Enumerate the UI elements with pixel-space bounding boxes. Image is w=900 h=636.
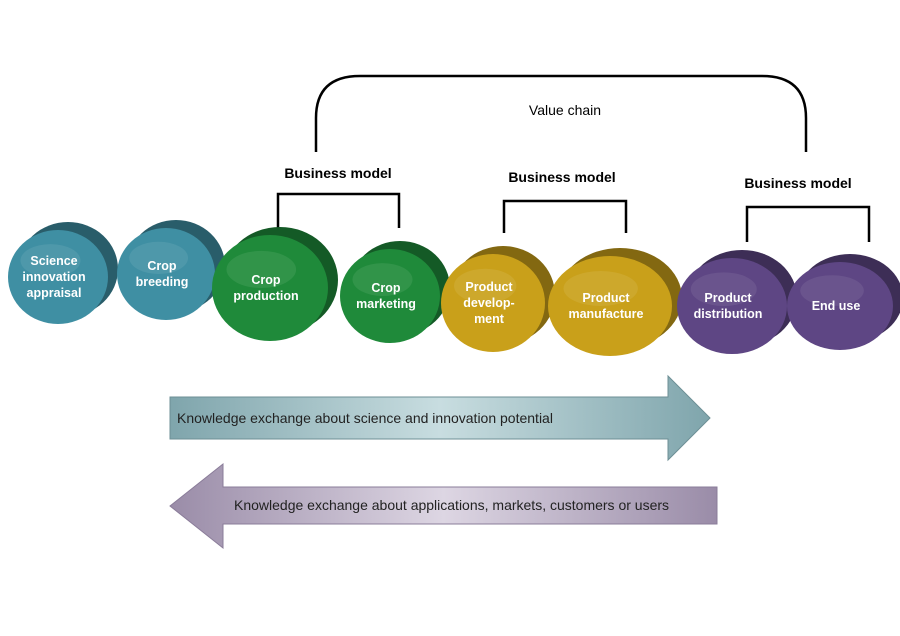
business-model-label: Business model xyxy=(284,165,391,181)
value-chain-bracket: Value chain xyxy=(314,74,808,152)
stage-disc-face xyxy=(8,230,108,324)
stage-label-line: Crop xyxy=(371,281,401,295)
stage-label-line: End use xyxy=(812,299,861,313)
stage-label: Crop marketing xyxy=(356,281,416,311)
stage-disc-face xyxy=(340,249,440,343)
stage-label: Product manufacture xyxy=(568,291,643,321)
stage-disc: Product develop-ment xyxy=(441,246,555,352)
stage-label-line: Science xyxy=(30,254,77,268)
stage-label-line: Product xyxy=(465,280,513,294)
business-model-bracket-1: Business model xyxy=(276,165,401,228)
stage-label-line: Product xyxy=(582,291,630,305)
stage-label-line: Crop xyxy=(251,273,281,287)
business-model-bracket-3: Business model xyxy=(744,175,871,242)
stage-label-line: distribution xyxy=(694,307,763,321)
stage-disc: Product distribution xyxy=(677,250,797,354)
stage-label: Crop breeding xyxy=(136,259,189,289)
stage-disc: End use xyxy=(787,254,900,350)
stage-disc: Crop marketing xyxy=(340,241,450,343)
business-model-label: Business model xyxy=(508,169,615,185)
stage-label-line: innovation xyxy=(22,270,85,284)
stage-label: Product distribution xyxy=(694,291,763,321)
forward-arrow-shape xyxy=(169,374,711,462)
stage-label-line: breeding xyxy=(136,275,189,289)
stage-disc-highlight xyxy=(226,250,297,288)
backward-arrow-label: Knowledge exchange about applications, m… xyxy=(234,497,669,513)
stage-disc-highlight xyxy=(454,268,517,303)
stage-disc: Crop breeding xyxy=(117,220,225,320)
forward-arrow: Knowledge exchange about science and inn… xyxy=(169,374,711,462)
stage-disc-face xyxy=(212,235,328,341)
stage-label-line: Product xyxy=(704,291,752,305)
stage-disc-highlight xyxy=(690,272,757,307)
stage-disc: Product manufacture xyxy=(548,248,682,356)
stage-disc-highlight xyxy=(563,271,638,306)
stage-label-line: appraisal xyxy=(27,286,82,300)
stage-disc-highlight xyxy=(800,275,864,306)
stage-label: Science innovation appraisal xyxy=(22,254,85,300)
stage-disc-face xyxy=(787,262,893,350)
backward-arrow-shape xyxy=(169,462,718,550)
stage-label: End use xyxy=(812,299,861,313)
stage-label: Product develop-ment xyxy=(463,280,514,326)
stage-label-line: develop- xyxy=(463,296,514,310)
stage-disc: Science innovation appraisal xyxy=(8,222,118,324)
stage-label-line: ment xyxy=(474,312,505,326)
stage-disc-face xyxy=(548,256,672,356)
stage-disc-face xyxy=(677,258,787,354)
stage-label-line: marketing xyxy=(356,297,416,311)
stage-label-line: production xyxy=(233,289,298,303)
stage-disc: Crop production xyxy=(212,227,338,341)
forward-arrow-label: Knowledge exchange about science and inn… xyxy=(177,410,553,426)
stage-disc-highlight xyxy=(129,241,189,274)
backward-arrow: Knowledge exchange about applications, m… xyxy=(169,462,718,550)
business-model-label: Business model xyxy=(744,175,851,191)
stage-disc-face xyxy=(117,228,215,320)
stage-disc-highlight xyxy=(20,244,81,277)
stage-label: Crop production xyxy=(233,273,298,303)
business-model-bracket-2: Business model xyxy=(502,169,628,233)
value-chain-label: Value chain xyxy=(529,102,601,118)
stage-label-line: manufacture xyxy=(568,307,643,321)
stage-disc-face xyxy=(441,254,545,352)
stage-label-line: Crop xyxy=(147,259,177,273)
stage-disc-highlight xyxy=(352,263,413,296)
